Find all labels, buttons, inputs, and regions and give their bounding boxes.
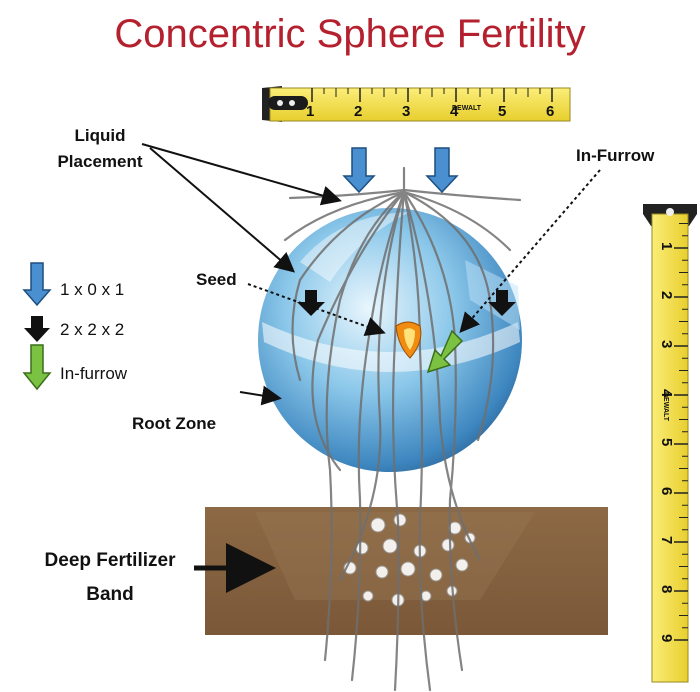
- legend-text-green: In-furrow: [60, 364, 128, 383]
- horizontal-tape-measure: 1 2 3 4 5 6 DEWALT: [262, 86, 571, 122]
- green-infurrow-arrow: [426, 329, 464, 374]
- tape-number: 8: [658, 585, 675, 593]
- seed-icon: [395, 321, 422, 359]
- black-placement-arrows: [297, 290, 516, 316]
- blue-placement-arrows: [342, 147, 459, 194]
- deep-fertilizer-band: [205, 507, 608, 635]
- tape-number: 3: [658, 340, 675, 348]
- tape-number: 4: [658, 389, 675, 398]
- tape-number: 5: [498, 103, 506, 120]
- tape-number: 2: [658, 291, 675, 299]
- tape-number: 3: [402, 103, 410, 120]
- page-title: Concentric Sphere Fertility: [114, 12, 586, 56]
- deep-band-label: Deep Fertilizer Band: [28, 550, 192, 606]
- pointer-lines: [141, 143, 601, 406]
- green-arrow-icon: [22, 344, 52, 391]
- in-furrow-label: In-Furrow: [576, 146, 655, 165]
- liquid-placement-line2: Placement: [57, 152, 143, 171]
- tape-number: 1: [658, 242, 675, 250]
- liquid-placement-label: Liquid Placement: [52, 126, 148, 172]
- tape-brand: DEWALT: [452, 105, 482, 112]
- tape-number: 7: [658, 536, 675, 544]
- root-zone-label: Root Zone: [132, 414, 217, 433]
- deep-band-line1: Deep Fertilizer: [44, 550, 176, 571]
- tape-number: 4: [450, 103, 459, 120]
- legend-text-blue: 1 x 0 x 1: [60, 280, 125, 299]
- tape-brand: DEWALT: [662, 392, 669, 422]
- tape-number: 1: [306, 103, 314, 120]
- seed-label: Seed: [196, 270, 237, 289]
- tape-number: 6: [546, 103, 554, 120]
- root-system: [283, 166, 522, 692]
- legend-text-black: 2 x 2 x 2: [60, 320, 125, 339]
- liquid-placement-line1: Liquid: [74, 126, 126, 145]
- tape-number: 9: [658, 634, 675, 642]
- tape-number: 2: [354, 103, 362, 120]
- tape-number: 5: [658, 438, 675, 446]
- tape-number: 6: [658, 487, 675, 495]
- black-arrow-icon: [24, 316, 50, 342]
- vertical-tape-measure: 1 2 3 4 5 6 7 8 9 DEWALT: [643, 204, 697, 683]
- deep-band-line2: Band: [86, 584, 134, 605]
- blue-arrow-icon: [22, 262, 52, 307]
